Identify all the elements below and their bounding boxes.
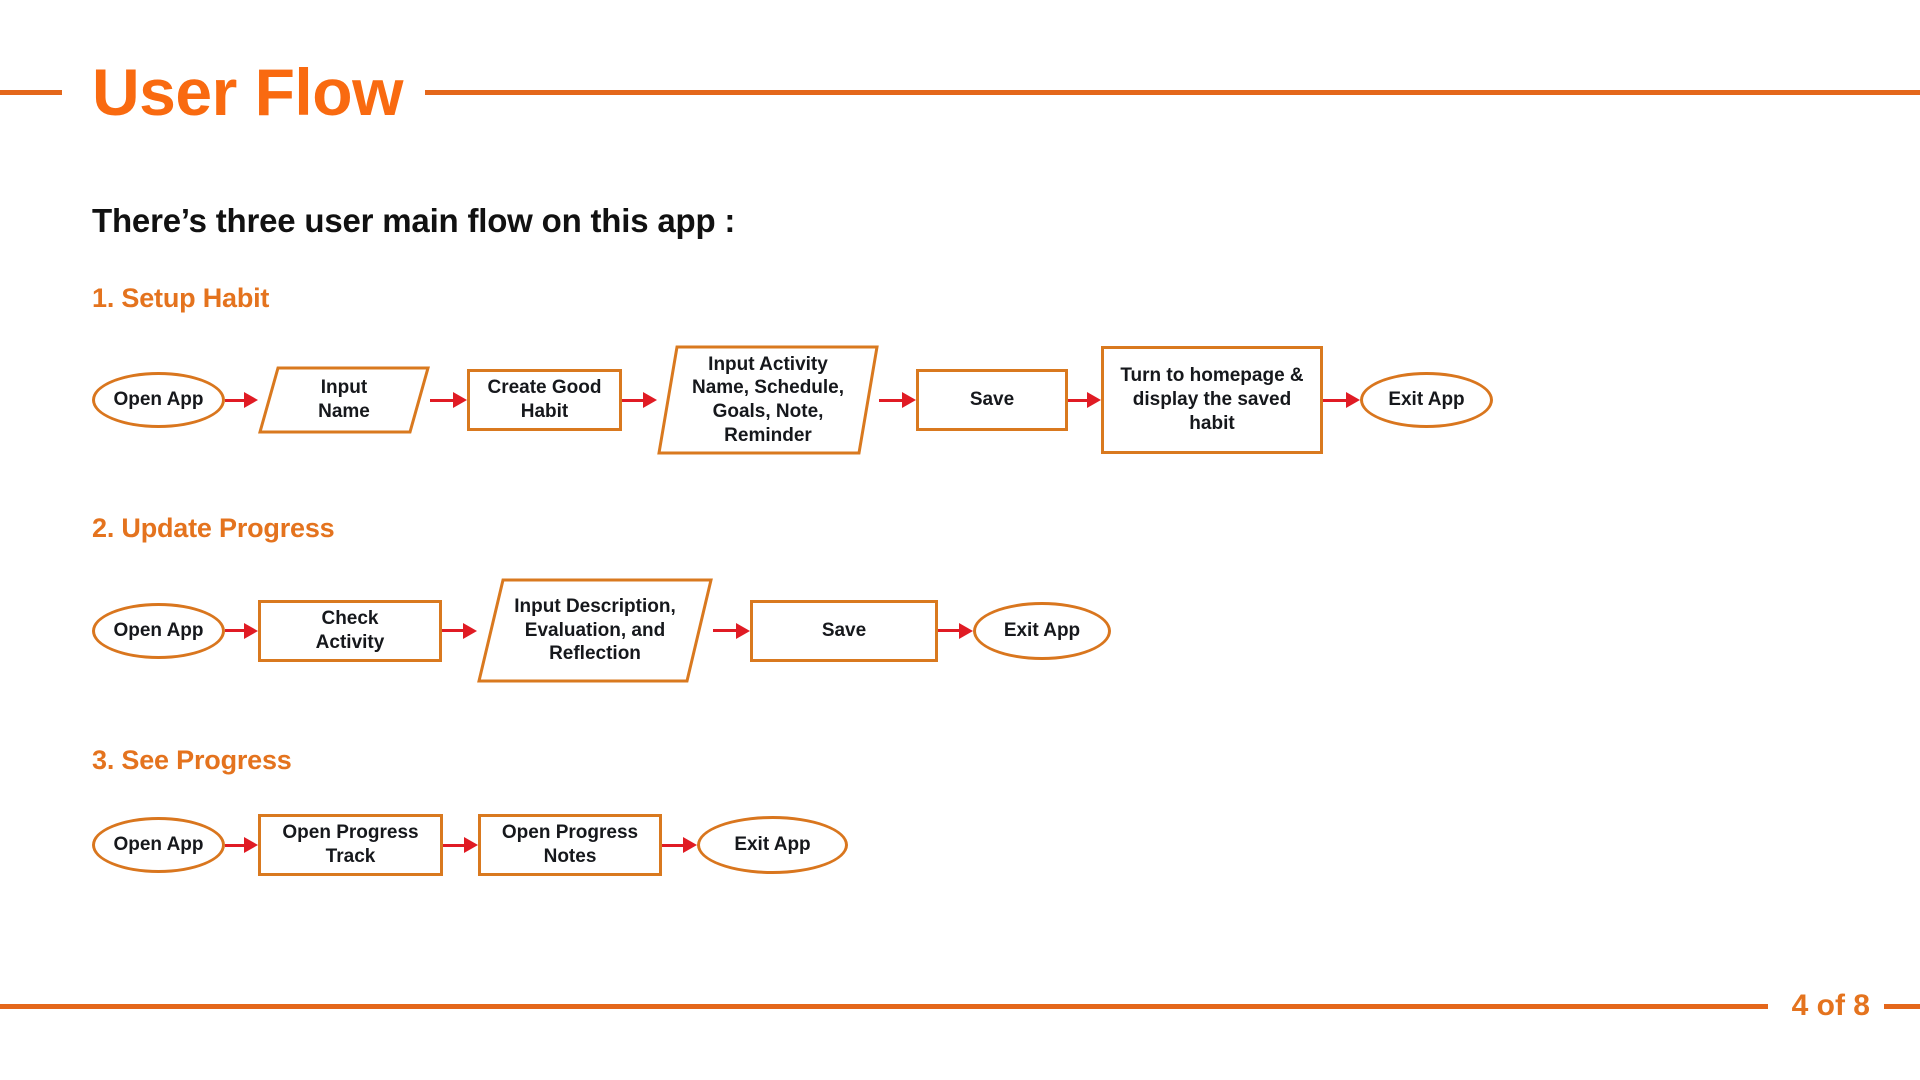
arrow-head-icon xyxy=(1087,392,1101,408)
section-heading-see-progress: 3. See Progress xyxy=(92,745,292,775)
flow-node-oval-open-app: Open App xyxy=(92,817,225,873)
section-heading-setup-habit: 1. Setup Habit xyxy=(92,283,270,313)
arrow-shaft xyxy=(938,629,960,632)
flow-node-oval-exit-app: Exit App xyxy=(697,816,848,874)
slide-subtitle: There’s three user main flow on this app… xyxy=(92,202,736,239)
flow-arrow xyxy=(225,622,258,639)
arrow-shaft xyxy=(430,398,454,402)
flow-node-oval-open-app: Open App xyxy=(92,602,225,659)
flow-arrow xyxy=(662,837,697,853)
flow-arrow xyxy=(938,622,973,639)
footer-rule-right xyxy=(1884,1003,1920,1009)
arrow-head-icon xyxy=(683,837,697,853)
flow-node-oval-exit-app: Exit App xyxy=(973,601,1111,660)
parallelogram-outline xyxy=(657,345,879,455)
slide-header: User Flow xyxy=(0,52,1920,132)
flow-node-label: Exit App xyxy=(734,834,811,856)
arrow-shaft xyxy=(622,398,644,402)
flow-arrow xyxy=(879,392,916,408)
arrow-head-icon xyxy=(244,392,258,408)
flow-node-label: Open App xyxy=(113,389,204,411)
arrow-head-icon xyxy=(736,622,750,639)
arrow-shaft xyxy=(225,398,245,402)
arrow-shaft xyxy=(1323,398,1347,402)
parallelogram-outline xyxy=(477,578,713,683)
arrow-head-icon xyxy=(902,392,916,408)
arrow-head-icon xyxy=(244,622,258,639)
arrow-head-icon xyxy=(453,392,467,408)
arrow-head-icon xyxy=(244,837,258,853)
flow-arrow xyxy=(225,392,258,408)
flow-arrow xyxy=(225,837,258,853)
flow-arrow xyxy=(1068,392,1101,408)
flow-arrow xyxy=(1323,392,1360,408)
flow-node-rect-save: Save xyxy=(750,599,938,662)
flow-arrow xyxy=(442,622,477,639)
footer-rule-left xyxy=(0,1003,1768,1009)
arrow-head-icon xyxy=(643,392,657,408)
flow-node-label: Exit App xyxy=(1003,619,1081,641)
arrow-shaft xyxy=(1068,398,1088,402)
flow-node-label: Save xyxy=(969,389,1015,411)
arrow-shaft xyxy=(443,843,465,847)
arrow-shaft xyxy=(225,629,245,632)
arrow-shaft xyxy=(225,843,245,847)
section-heading-update-progress: 2. Update Progress xyxy=(92,513,335,543)
flow-arrow xyxy=(622,392,657,408)
arrow-head-icon xyxy=(464,837,478,853)
flow-node-oval-exit-app: Exit App xyxy=(1360,372,1493,428)
flow-node-label: Open App xyxy=(113,619,204,641)
arrow-head-icon xyxy=(463,622,477,639)
flow-node-label: Open App xyxy=(113,834,204,856)
flow-arrow xyxy=(713,622,750,639)
arrow-shaft xyxy=(713,629,737,632)
arrow-shaft xyxy=(442,629,464,632)
flow-node-label: Exit App xyxy=(1388,389,1465,411)
page-title: User Flow xyxy=(92,55,403,129)
arrow-shaft xyxy=(879,398,903,402)
arrow-shaft xyxy=(662,843,684,847)
parallelogram-outline xyxy=(258,366,430,434)
flow-arrow xyxy=(430,392,467,408)
header-rule-right xyxy=(424,89,1920,95)
header-rule-left xyxy=(0,89,62,95)
slide-footer: 4 of 8 xyxy=(0,991,1920,1021)
flow-node-rect-save: Save xyxy=(916,369,1068,431)
page-number-indicator: 4 of 8 xyxy=(1791,989,1870,1022)
arrow-head-icon xyxy=(1346,392,1360,408)
flow-node-label: Save xyxy=(821,619,867,641)
arrow-head-icon xyxy=(959,622,973,639)
flow-arrow xyxy=(443,837,478,853)
flow-node-oval-open-app: Open App xyxy=(92,372,225,428)
